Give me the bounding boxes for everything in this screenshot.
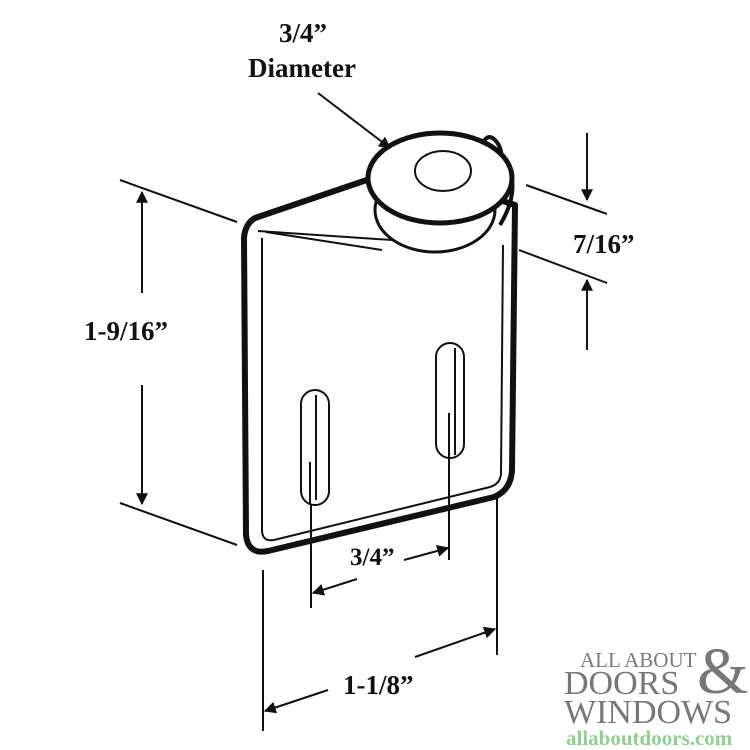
width-dimension-lines <box>262 494 498 731</box>
slot-spacing-label: 3/4” <box>350 544 395 571</box>
bracket-width-label: 1-1/8” <box>343 670 414 700</box>
logo-url: allaboutdoors.com <box>566 726 733 750</box>
logo-line-windows: WINDOWS <box>564 694 733 731</box>
slot-spacing-dimension-lines <box>310 458 450 608</box>
roller-diameter-value-label: 3/4” <box>279 18 328 48</box>
logo-line-doors: DOORS <box>564 665 680 702</box>
roller-diameter-word-label: Diameter <box>248 53 356 83</box>
bracket-plate <box>241 165 518 555</box>
logo-ampersand: & <box>697 635 749 708</box>
logo-line-all-about: ALL ABOUT <box>580 648 697 672</box>
roller-thickness-label: 7/16” <box>573 229 635 259</box>
height-dimension-lines <box>119 179 238 546</box>
bracket-height-label: 1-9/16” <box>84 316 168 346</box>
roller-wheel <box>365 130 515 254</box>
diameter-leader-arrow <box>317 92 391 149</box>
mounting-slot-left <box>300 389 330 506</box>
roller-thickness-dimension-lines <box>518 133 608 350</box>
